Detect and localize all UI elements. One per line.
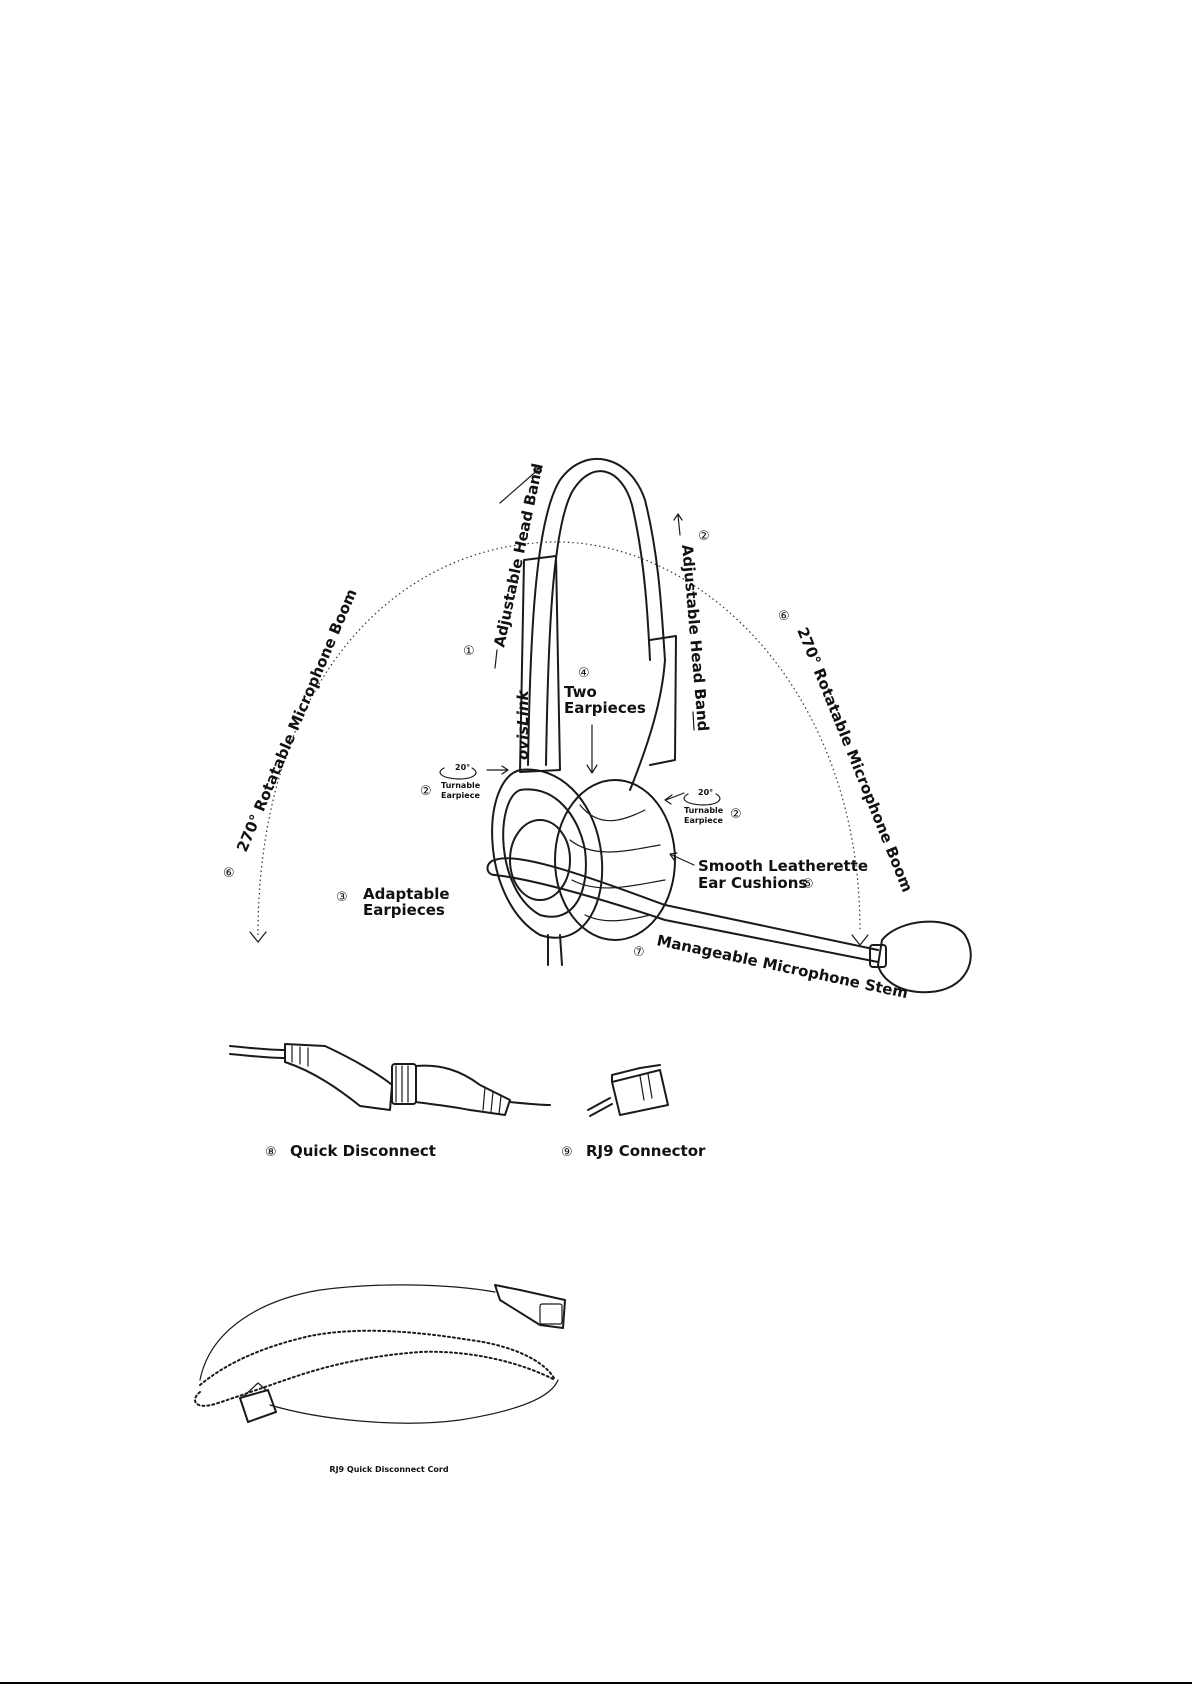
cord-rj9-plug (239, 1389, 277, 1423)
callout-2a-number: ② (698, 529, 710, 544)
cord-rj9-clip (243, 1382, 267, 1397)
rj9-clip (611, 1064, 661, 1083)
quick-disconnect-illustration (229, 1043, 551, 1116)
arc-arrow-left (249, 931, 267, 943)
callout-3-line2: Earpieces (363, 901, 445, 919)
cord-coil (199, 1329, 556, 1386)
rj9-cable (587, 1097, 611, 1111)
callout-4-line2: Earpieces (564, 699, 646, 717)
left-earpiece-inner (502, 788, 587, 918)
brand-logo: ovisLink (514, 689, 532, 760)
callout-2b-degrees: 20° (455, 763, 470, 772)
qd-plug-left-grip (291, 1045, 309, 1067)
qd-plug-right-grip (482, 1086, 502, 1115)
callout-3-number: ③ (336, 890, 348, 905)
callout-5-line2: Ear Cushions (698, 874, 807, 892)
callout-6a-number: ⑥ (223, 866, 235, 881)
callout-4: ④ Two Earpieces (564, 666, 646, 717)
callout-2b-number: ② (420, 784, 432, 799)
coiled-cord-illustration (194, 1284, 566, 1424)
callout-4-line1: Two (564, 683, 597, 701)
callout-6b: ⑥ 270° Rotatable Microphone Boom (778, 609, 916, 895)
cord-qd-tip (539, 1303, 563, 1325)
qd-cable-left-2 (229, 1053, 286, 1059)
mic-foam (877, 920, 972, 994)
callout-1-number: ① (463, 644, 475, 659)
callout-2c-degrees: 20° (698, 788, 713, 797)
callout-8-number: ⑧ (265, 1145, 277, 1160)
callout-9-number: ⑨ (561, 1145, 573, 1160)
callout-2b-line1: Turnable (441, 781, 481, 790)
headband (527, 457, 666, 766)
qd-connector-ribs (395, 1065, 409, 1103)
callout-8: ⑧ Quick Disconnect (265, 1142, 436, 1160)
page-bottom-rule (0, 1682, 1192, 1684)
callout-9-label: RJ9 Connector (586, 1142, 706, 1160)
qd-cable-left (229, 1045, 286, 1051)
rj9-pins (639, 1073, 653, 1101)
callout-2c-line2: Earpiece (684, 816, 723, 825)
arrow-turnable-left (486, 765, 509, 775)
cord-upper-wire (199, 1284, 496, 1381)
qd-plug-left (284, 1043, 393, 1111)
arrow-cushions (669, 852, 695, 866)
mic-boom (494, 857, 879, 951)
callout-9: ⑨ RJ9 Connector (561, 1142, 706, 1160)
qd-plug-right (415, 1064, 511, 1116)
arc-arrow-right (851, 934, 869, 946)
callout-2c: 20° Turnable Earpiece ② (684, 788, 742, 825)
slider-left (519, 555, 561, 773)
right-arm (629, 659, 666, 791)
callout-6b-label: 270° Rotatable Microphone Boom (793, 625, 916, 895)
slider-right (649, 635, 677, 766)
callout-6a: ⑥ 270° Rotatable Microphone Boom (223, 586, 361, 881)
callout-4-number: ④ (578, 666, 590, 681)
callout-2a-label: Adjustable Head Band (678, 544, 712, 732)
callout-6b-number: ⑥ (778, 609, 790, 624)
callout-7-number: ⑦ (633, 945, 645, 960)
callout-3-line1: Adaptable (363, 885, 450, 903)
arrow-headband-r-down (692, 711, 695, 731)
arrow-headband-up (499, 466, 542, 504)
qd-cable-right (509, 1101, 551, 1106)
cushion-texture (569, 804, 666, 922)
arrow-two-earpieces (586, 724, 598, 774)
callout-2c-line1: Turnable (684, 806, 724, 815)
callout-5: Smooth Leatherette Ear Cushions ⑤ (698, 857, 868, 892)
headset-cable (547, 934, 563, 966)
callout-2b: 20° ② Turnable Earpiece (420, 763, 481, 800)
callout-3: ③ Adaptable Earpieces (336, 885, 450, 919)
cord-caption: RJ9 Quick Disconnect Cord (329, 1465, 448, 1474)
arrow-headband-down (494, 649, 498, 669)
mic-collar (869, 944, 887, 968)
callout-1: ① Adjustable Head Band (463, 462, 547, 659)
cord-qd-plug (494, 1284, 566, 1329)
callout-6a-label: 270° Rotatable Microphone Boom (233, 586, 360, 854)
cord-lower-wire (269, 1379, 559, 1424)
callout-5-number: ⑤ (802, 877, 814, 892)
rotation-arc (257, 541, 861, 936)
rj9-cable-2 (589, 1103, 613, 1117)
left-earpiece-center (509, 819, 571, 901)
mic-boom-lower (494, 874, 879, 963)
headband-inner (545, 470, 651, 766)
left-earpiece (491, 768, 604, 939)
rotate-indicator-right (683, 793, 721, 806)
rotate-indicator-left (439, 767, 477, 780)
mic-boom-end (486, 859, 496, 876)
callout-8-label: Quick Disconnect (290, 1142, 436, 1160)
callout-2a: ② Adjustable Head Band (678, 529, 712, 732)
arrow-turnable-right (664, 792, 685, 805)
callout-2c-number: ② (730, 807, 742, 822)
cord-coil-lower (194, 1350, 556, 1407)
callout-2b-line2: Earpiece (441, 791, 480, 800)
headset-illustration: ovisLink (249, 457, 972, 994)
callout-5-line1: Smooth Leatherette (698, 857, 868, 875)
right-ear-cushion (554, 779, 676, 941)
arrow-headband-r-up (673, 513, 683, 536)
rj9-illustration (587, 1064, 669, 1117)
rj9-body (611, 1069, 669, 1116)
